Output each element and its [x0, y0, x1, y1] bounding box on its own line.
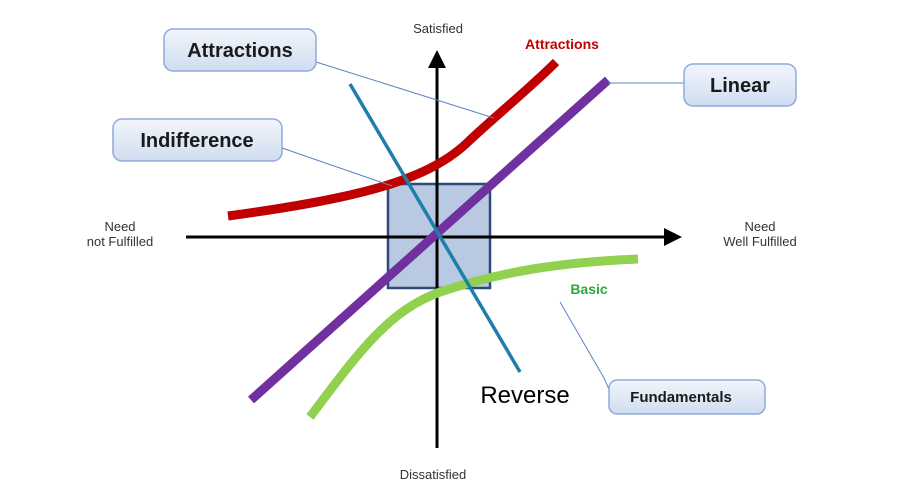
fundamentals-callout: Fundamentals	[608, 379, 766, 415]
linear-callout: Linear	[683, 63, 797, 107]
indifference-callout-label: Indifference	[140, 130, 253, 152]
connectors	[281, 61, 684, 397]
axis-label-top: Satisfied	[413, 21, 463, 36]
axis-label-bottom: Dissatisfied	[400, 467, 466, 482]
fundamentals-callout-box	[608, 379, 766, 415]
axis-label-right-line1: Need	[744, 219, 775, 234]
horizontal-axis-arrow	[664, 228, 682, 246]
attractions-callout-label: Attractions	[187, 40, 293, 62]
basic-curve	[306, 254, 639, 420]
linear-callout-label: Linear	[710, 75, 770, 97]
indifference-callout-box	[112, 118, 283, 162]
reverse-line	[348, 83, 522, 373]
axis-label-left-line1: Need	[104, 219, 135, 234]
indifference-callout: Indifference	[112, 118, 283, 162]
fundamentals-callout-label: Fundamentals	[630, 389, 732, 406]
indifference-connector	[281, 147, 393, 187]
vertical-axis-arrow	[428, 50, 446, 68]
attractions-callout: Attractions	[163, 28, 317, 72]
basic-curve-label: Basic	[570, 281, 608, 297]
linear-callout-box	[683, 63, 797, 107]
attractions-connector	[315, 61, 495, 119]
axis-label-right-line2: Well Fulfilled	[723, 234, 796, 249]
axis-label-left-line2: not Fulfilled	[87, 234, 153, 249]
attractions-callout-box	[163, 28, 317, 72]
attractions-curve	[227, 58, 560, 221]
linear-line	[247, 76, 612, 404]
reverse-curve-label: Reverse	[480, 382, 569, 409]
attractions-curve-label: Attractions	[525, 36, 599, 52]
